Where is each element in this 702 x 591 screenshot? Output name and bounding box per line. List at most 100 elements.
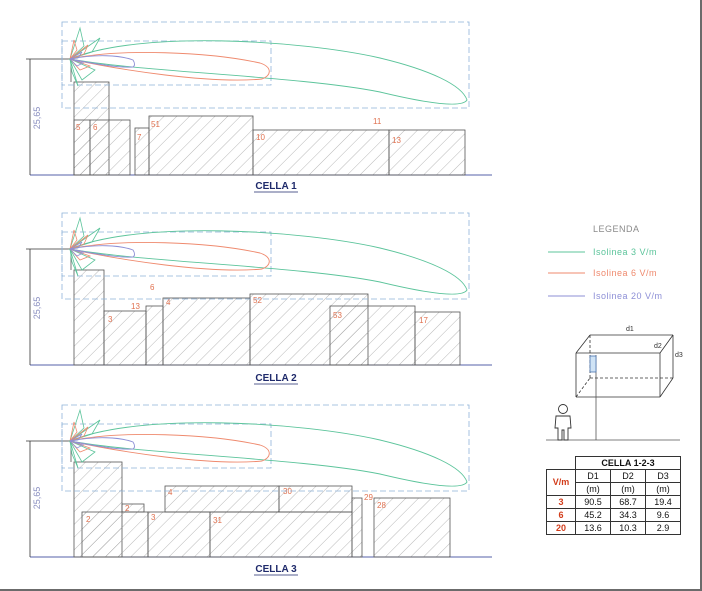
building-number: 17 bbox=[419, 316, 428, 325]
height-label: 25,65 bbox=[32, 297, 42, 320]
cell-1-section: 25,65 5 6 51 7 10 11 13 CELLA 1 bbox=[26, 21, 492, 193]
building-number: 10 bbox=[256, 133, 265, 142]
cell-value: 68.7 bbox=[610, 495, 646, 509]
row-vm: 20 bbox=[546, 521, 576, 535]
legend-title: LEGENDA bbox=[593, 224, 640, 234]
building-number: 31 bbox=[213, 516, 222, 525]
building-number: 13 bbox=[131, 302, 140, 311]
building-number: 5 bbox=[76, 123, 81, 132]
building bbox=[164, 485, 280, 513]
cell-value: 34.3 bbox=[610, 508, 646, 522]
cell-value: 90.5 bbox=[575, 495, 611, 509]
near-field-lobes bbox=[69, 216, 101, 277]
building-number: 51 bbox=[151, 120, 160, 129]
cell-value: 13.6 bbox=[575, 521, 611, 535]
building bbox=[252, 129, 390, 176]
isoline-6-lobe bbox=[69, 242, 270, 271]
isoline-20-lobe bbox=[69, 55, 135, 68]
building-number: 2 bbox=[86, 515, 91, 524]
building-number: 6 bbox=[150, 283, 155, 292]
building bbox=[103, 310, 147, 366]
isoline-3-box bbox=[61, 404, 470, 492]
d1-label: d1 bbox=[626, 326, 634, 333]
isoline-3-box bbox=[61, 21, 470, 109]
isoline-3-lobe bbox=[68, 230, 468, 295]
exposure-box-diagram bbox=[546, 334, 680, 441]
d2-label: d2 bbox=[654, 343, 662, 350]
building-number: 52 bbox=[253, 296, 262, 305]
table-row: 20 13.6 10.3 2.9 bbox=[546, 521, 681, 535]
table-corner: V/m bbox=[546, 469, 576, 496]
building bbox=[278, 485, 353, 513]
near-field-lobes bbox=[69, 408, 101, 469]
building-number: 13 bbox=[392, 136, 401, 145]
isoline-3-lobe bbox=[68, 40, 468, 105]
col-unit: (m) bbox=[610, 482, 646, 496]
d3-label: d3 bbox=[675, 352, 683, 359]
col-header-d2: D2 bbox=[610, 469, 646, 483]
building bbox=[121, 503, 145, 513]
legend-item-6vm: Isolinea 6 V/m bbox=[593, 268, 657, 278]
building bbox=[388, 129, 466, 176]
building bbox=[89, 119, 131, 176]
building-number: 4 bbox=[168, 488, 173, 497]
building-number: 53 bbox=[333, 311, 342, 320]
buildings bbox=[73, 81, 466, 176]
row-vm: 6 bbox=[546, 508, 576, 522]
col-unit: (m) bbox=[645, 482, 681, 496]
building-number: 3 bbox=[151, 513, 156, 522]
building-number: 6 bbox=[93, 123, 98, 132]
building bbox=[81, 511, 149, 558]
building bbox=[373, 497, 451, 558]
cell-value: 10.3 bbox=[610, 521, 646, 535]
building-number: 4 bbox=[166, 298, 171, 307]
building bbox=[209, 511, 353, 558]
isoline-6-box bbox=[61, 40, 272, 86]
isoline-20-lobe bbox=[69, 245, 135, 258]
cell-value: 45.2 bbox=[575, 508, 611, 522]
person-figure bbox=[554, 404, 572, 441]
cell-value: 2.9 bbox=[645, 521, 681, 535]
building-number: 29 bbox=[364, 493, 373, 502]
buildings bbox=[73, 461, 451, 558]
cell-title: CELLA 2 bbox=[255, 373, 297, 384]
building-number: 7 bbox=[137, 133, 142, 142]
building-number: 30 bbox=[283, 487, 292, 496]
building-number: 2 bbox=[125, 504, 130, 513]
isoline-6-lobe bbox=[69, 52, 270, 81]
cell-title: CELLA 3 bbox=[255, 564, 297, 575]
cell-value: 19.4 bbox=[645, 495, 681, 509]
building bbox=[145, 305, 164, 366]
isoline-3-lobe bbox=[68, 422, 468, 487]
legend-item-3vm: Isolinea 3 V/m bbox=[593, 247, 657, 257]
near-field-lobes bbox=[69, 26, 101, 87]
table-row: 3 90.5 68.7 19.4 bbox=[546, 495, 681, 509]
building bbox=[73, 269, 105, 366]
building bbox=[351, 497, 363, 558]
col-header-d3: D3 bbox=[645, 469, 681, 483]
col-header-d1: D1 bbox=[575, 469, 611, 483]
distance-table: CELLA 1-2-3 V/m D1 D2 D3 (m) (m) (m) 3 9… bbox=[546, 456, 681, 535]
height-label: 25,65 bbox=[32, 107, 42, 130]
building-number: 3 bbox=[108, 315, 113, 324]
col-unit: (m) bbox=[575, 482, 611, 496]
legend: LEGENDA Isolinea 3 V/m Isolinea 6 V/m Is… bbox=[548, 224, 662, 301]
height-label: 25,65 bbox=[32, 487, 42, 510]
buildings bbox=[73, 269, 461, 366]
cell-value: 9.6 bbox=[645, 508, 681, 522]
isoline-6-lobe bbox=[69, 434, 270, 463]
table-title: CELLA 1-2-3 bbox=[575, 456, 681, 470]
building-number: 11 bbox=[373, 117, 382, 126]
building bbox=[147, 511, 211, 558]
isoline-3-box bbox=[61, 212, 470, 300]
building bbox=[414, 311, 461, 366]
building bbox=[162, 297, 251, 366]
isoline-20-lobe bbox=[69, 437, 135, 450]
building bbox=[148, 115, 254, 176]
building-number: 28 bbox=[377, 501, 386, 510]
row-vm: 3 bbox=[546, 495, 576, 509]
cell-title: CELLA 1 bbox=[255, 181, 297, 192]
cell-2-section: 25,65 3 13 6 4 52 53 17 CELLA 2 bbox=[26, 212, 492, 385]
